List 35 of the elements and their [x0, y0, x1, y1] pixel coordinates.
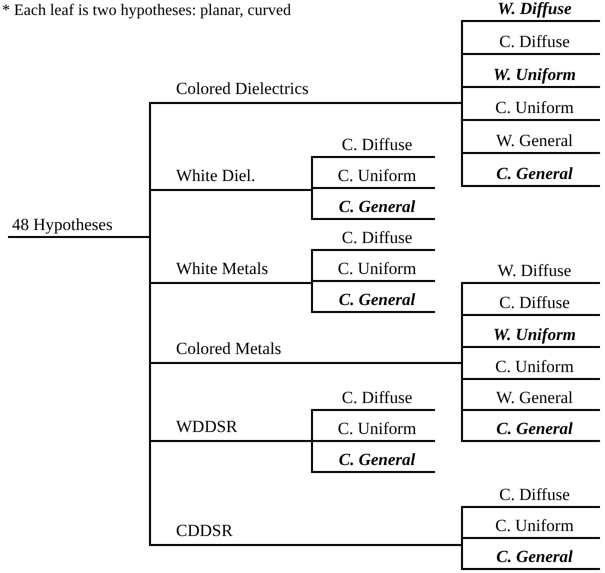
leaf-node: W. Diffuse — [469, 259, 600, 284]
leaf-node: C. General — [469, 162, 600, 187]
leaf-node: C. Diffuse — [319, 386, 435, 411]
leaf-node: C. Uniform — [319, 417, 435, 442]
leaf-node: C. Uniform — [469, 96, 600, 121]
branch-node: White Metals — [157, 256, 298, 284]
leaf-node: W. General — [469, 386, 600, 411]
leaf-node: C. Uniform — [319, 164, 435, 189]
leaf-node: W. Uniform — [469, 63, 600, 88]
leaf-node: C. Diffuse — [319, 226, 435, 251]
root-node: 48 Hypotheses — [8, 213, 150, 238]
leaf-node: W. Diffuse — [469, 0, 600, 22]
leaf-node: C. Diffuse — [319, 133, 435, 158]
branch-node: WDDSR — [157, 414, 298, 442]
leaf-node: C. Uniform — [469, 514, 600, 539]
leaf-node: C. General — [469, 417, 600, 442]
footnote: * Each leaf is two hypotheses: planar, curved — [2, 2, 292, 20]
leaf-node: C. Uniform — [319, 257, 435, 282]
tree-connector — [290, 189, 327, 220]
leaf-node: C. General — [319, 288, 435, 313]
leaf-node: W. General — [469, 129, 600, 154]
branch-node: CDDSR — [157, 518, 448, 546]
leaf-node: C. Uniform — [469, 355, 600, 380]
leaf-node: C. General — [319, 448, 435, 473]
branch-node: White Diel. — [157, 163, 298, 191]
branch-node: Colored Metals — [157, 336, 448, 364]
leaf-node: C. Diffuse — [469, 483, 600, 508]
branch-node: Colored Dielectrics — [157, 76, 448, 104]
leaf-node: C. Diffuse — [469, 30, 600, 55]
tree-connector — [290, 282, 327, 313]
leaf-node: W. Uniform — [469, 323, 600, 348]
leaf-node: C. General — [319, 195, 435, 220]
tree-connector — [142, 236, 165, 546]
leaf-node: C. General — [469, 545, 600, 570]
leaf-node: C. Diffuse — [469, 291, 600, 316]
